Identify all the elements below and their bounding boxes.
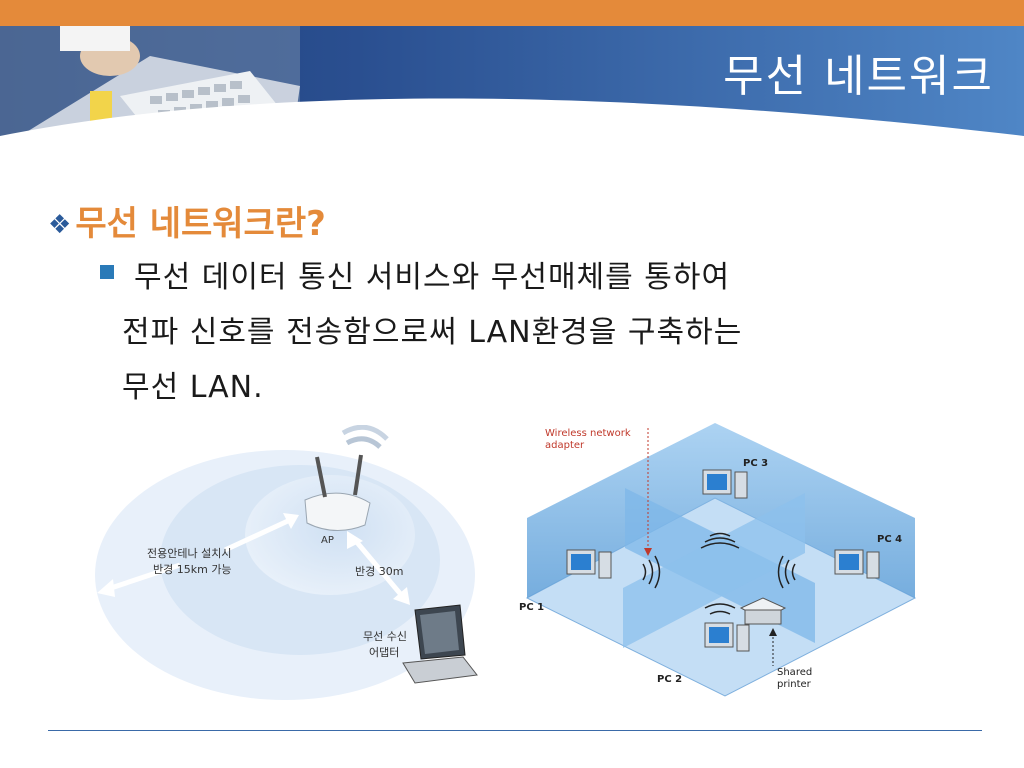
header-banner: [0, 26, 1024, 156]
office-network-diagram: Wireless network adapter PC 3 PC 4 PC 1 …: [519, 423, 917, 697]
square-bullet-icon: [100, 265, 114, 279]
pc2-label: PC 2: [657, 674, 682, 685]
adapter-label-2: 어댑터: [369, 646, 399, 659]
pc3-computer-icon: [702, 469, 748, 499]
pc4-computer-icon: [834, 549, 880, 579]
footer-divider: [48, 730, 982, 731]
access-point-icon: [304, 425, 389, 531]
body-line-1: 무선 데이터 통신 서비스와 무선매체를 통하여: [134, 260, 731, 295]
laptop-icon: [402, 604, 478, 684]
inner-range-ring: [245, 475, 415, 595]
body-line-3: 무선 LAN.: [122, 370, 264, 405]
pc1-label: PC 1: [519, 602, 544, 613]
ap-coverage-diagram: AP 전용안테나 설치시 반경 15km 가능 반경 30m 무선 수신 어댑터: [95, 425, 478, 700]
radius-label: 반경 30m: [355, 565, 403, 578]
section-heading: ❖무선 네트워크란?: [48, 196, 326, 245]
printer-label-2: printer: [777, 679, 812, 690]
adapter-label-1: Wireless network: [545, 428, 631, 439]
body-text: 무선 데이터 통신 서비스와 무선매체를 통하여 전파 신호를 전송함으로써 L…: [122, 250, 882, 415]
wireless-signal-icons: [642, 532, 796, 615]
section-heading-text: 무선 네트워크란?: [75, 204, 326, 244]
pc1-computer-icon: [566, 549, 612, 579]
back-right-wall: [715, 423, 915, 598]
antenna-range-label-2: 반경 15km 가능: [153, 563, 232, 576]
partition-2: [623, 493, 805, 648]
range-arrows: [97, 513, 410, 605]
antenna-range-label-1: 전용안테나 설치시: [147, 547, 231, 560]
top-accent-bar: [0, 0, 1024, 26]
adapter-pointer-arrow: [644, 548, 652, 556]
printer-icon: [739, 597, 787, 625]
slide-title: 무선 네트워크: [723, 51, 994, 102]
ap-label: AP: [321, 535, 334, 546]
body-line-2: 전파 신호를 전송함으로써 LAN환경을 구축하는: [122, 315, 743, 350]
printer-label-1: Shared: [777, 667, 812, 678]
pc2-computer-icon: [704, 622, 750, 652]
adapter-label-1: 무선 수신: [363, 630, 407, 643]
pc4-label: PC 4: [877, 534, 902, 545]
pc3-label: PC 3: [743, 458, 768, 469]
adapter-label-2: adapter: [545, 440, 585, 451]
diamond-bullet-icon: ❖: [48, 210, 72, 240]
printer-pointer-arrow: [769, 628, 777, 636]
